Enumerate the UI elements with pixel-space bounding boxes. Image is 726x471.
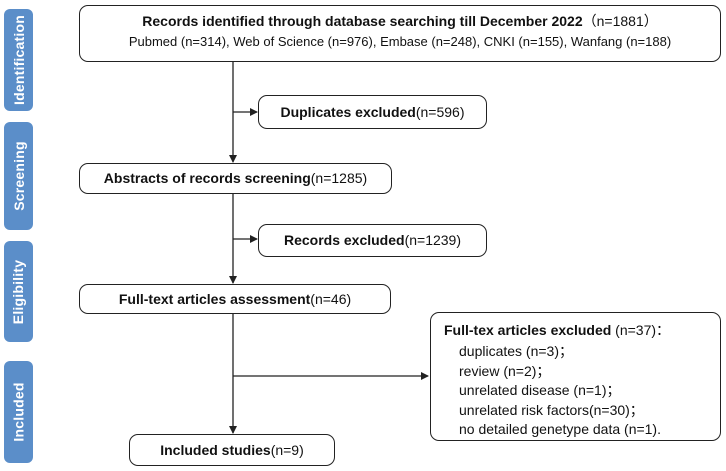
stage-included: Included: [4, 361, 33, 463]
stage-eligibility: Eligibility: [4, 241, 33, 342]
duplicates-excluded-title: Duplicates excluded: [280, 103, 416, 120]
exclusion-reasons-list: duplicates (n=3)； review (n=2)； unrelate…: [444, 342, 720, 440]
stage-eligibility-label: Eligibility: [10, 259, 27, 324]
fulltext-assessment-count: (n=46): [310, 290, 352, 307]
records-identified-box: Records identified through database sear…: [79, 5, 721, 62]
fulltext-excluded-heading: Full-tex articles excluded (n=37)：: [444, 322, 720, 339]
stage-screening: Screening: [4, 122, 33, 230]
records-identified-title: Records identified through database sear…: [142, 13, 583, 29]
abstracts-screening-title: Abstracts of records screening: [103, 170, 311, 186]
exclusion-reason: unrelated disease (n=1)；: [459, 382, 621, 398]
records-identified-heading: Records identified through database sear…: [80, 13, 720, 30]
records-excluded-count: (n=1239): [404, 232, 462, 248]
exclusion-reason: review (n=2)；: [459, 362, 551, 379]
stage-identification: Identification: [4, 9, 33, 111]
exclusion-reason: duplicates (n=3)；: [459, 343, 574, 359]
stage-screening-label: Screening: [10, 141, 27, 211]
fulltext-excluded-count: (n=37)：: [611, 322, 671, 338]
fulltext-excluded-title: Full-tex articles excluded: [444, 322, 612, 338]
fulltext-assessment-box: Full-text articles assessment (n=46): [79, 284, 391, 314]
fulltext-assessment-title: Full-text articles assessment: [118, 290, 311, 307]
records-identified-count: （n=1881）: [582, 13, 658, 29]
included-studies-count: (n=9): [270, 441, 304, 458]
stage-identification-label: Identification: [10, 15, 27, 105]
records-excluded-box: Records excluded (n=1239): [258, 224, 487, 257]
duplicates-excluded-count: (n=596): [415, 103, 465, 120]
included-studies-title: Included studies: [160, 441, 271, 458]
exclusion-reason: no detailed genetype data (n=1).: [459, 421, 661, 437]
stage-included-label: Included: [10, 382, 27, 442]
records-excluded-title: Records excluded: [283, 232, 405, 248]
abstracts-screening-box: Abstracts of records screening (n=1285): [79, 163, 392, 194]
fulltext-excluded-box: Full-tex articles excluded (n=37)： dupli…: [430, 312, 721, 441]
included-studies-box: Included studies (n=9): [129, 434, 335, 466]
records-identified-sources: Pubmed (n=314), Web of Science (n=976), …: [128, 34, 672, 49]
abstracts-screening-count: (n=1285): [310, 170, 368, 186]
exclusion-reason: unrelated risk factors(n=30)；: [459, 401, 644, 418]
duplicates-excluded-box: Duplicates excluded (n=596): [258, 95, 487, 129]
